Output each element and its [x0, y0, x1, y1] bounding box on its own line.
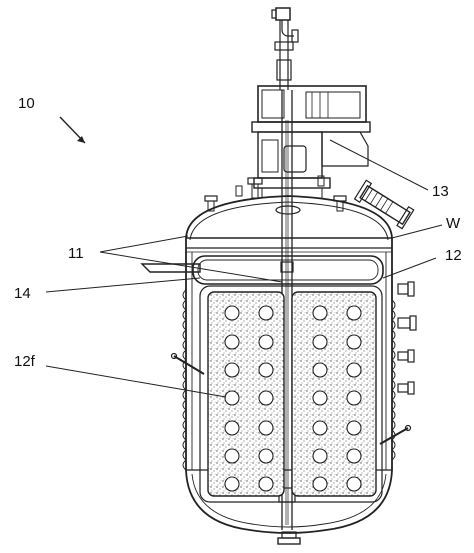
filter-hole: [258, 448, 274, 464]
filter-hole: [312, 448, 328, 464]
filter-hole: [312, 390, 328, 406]
filter-hole: [224, 420, 240, 436]
filter-hole: [346, 476, 362, 492]
label-12f: 12f: [14, 353, 36, 370]
filter-hole: [312, 305, 328, 321]
filter-hole: [224, 448, 240, 464]
filter-hole: [312, 334, 328, 350]
filter-hole: [258, 334, 274, 350]
manifold-ring: [192, 255, 384, 285]
filter-basket-left: [207, 291, 285, 497]
filter-hole: [312, 362, 328, 378]
filter-hole: [258, 305, 274, 321]
filter-hole: [346, 305, 362, 321]
label-14: 14: [14, 285, 31, 302]
side-nozzles-right: [379, 281, 417, 445]
filter-hole: [346, 448, 362, 464]
filter-hole: [312, 420, 328, 436]
liner-frame: [199, 285, 383, 503]
leader-lines: [45, 116, 443, 398]
side-tube: [140, 263, 201, 273]
filter-hole: [258, 362, 274, 378]
filter-hole: [224, 390, 240, 406]
label-w: W: [446, 215, 461, 232]
filter-holes: [224, 305, 362, 492]
filter-hole: [346, 420, 362, 436]
label-12: 12: [445, 247, 462, 264]
jacket-coil-right: [391, 299, 396, 461]
filter-hole: [346, 334, 362, 350]
filter-hole: [346, 390, 362, 406]
label-11: 11: [68, 245, 84, 262]
top-nozzles: [204, 175, 415, 230]
label-10: 10: [18, 95, 35, 112]
label-13: 13: [432, 183, 449, 200]
filter-hole: [224, 305, 240, 321]
top-inlet-pipe: [271, 7, 299, 90]
filter-hole: [258, 420, 274, 436]
jacket-coil-left: [182, 289, 187, 471]
filter-hole: [312, 476, 328, 492]
filter-hole: [258, 476, 274, 492]
filter-basket-right: [291, 291, 377, 497]
filter-hole: [224, 334, 240, 350]
filter-hole: [346, 362, 362, 378]
side-probe-left: [170, 352, 205, 375]
filter-hole: [224, 476, 240, 492]
filter-hole: [224, 362, 240, 378]
drive-unit: [251, 85, 371, 198]
filter-hole: [258, 390, 274, 406]
